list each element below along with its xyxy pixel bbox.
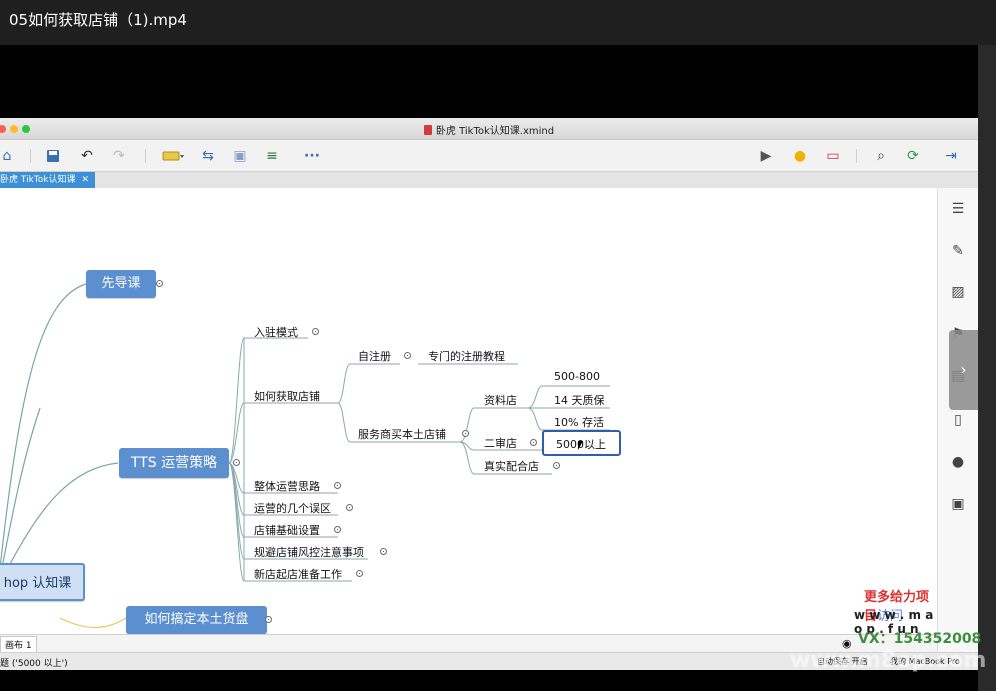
node-mistakes[interactable]: 运营的几个误区 xyxy=(254,502,331,515)
redo-icon[interactable]: ↷ xyxy=(113,148,125,164)
watermark-line1: 更多给力项目访问 xyxy=(864,590,930,624)
note-icon[interactable]: ▯ xyxy=(954,412,962,428)
collapse-toggle-icon[interactable] xyxy=(233,459,240,466)
collapse-toggle-icon[interactable] xyxy=(312,328,319,335)
node-shop-settings[interactable]: 店铺基础设置 xyxy=(254,524,320,537)
separator xyxy=(145,149,146,163)
node-overall-strategy[interactable]: 整体运营思路 xyxy=(254,480,320,493)
idea-icon[interactable]: ● xyxy=(793,148,807,164)
collapse-toggle-icon[interactable] xyxy=(530,439,537,446)
cursor-icon xyxy=(578,441,583,450)
presentation-icon[interactable]: ▶ xyxy=(760,148,772,164)
node-settle-mode[interactable]: 入驻模式 xyxy=(254,326,298,339)
node-get-shop[interactable]: 如何获取店铺 xyxy=(254,390,320,403)
player-side-strip xyxy=(978,45,996,691)
topic-pre-course[interactable]: 先导课 xyxy=(86,270,156,298)
video-title: 05如何获取店铺（1).mp4 xyxy=(9,11,187,29)
sheet-tab[interactable]: 画布 1 xyxy=(0,636,37,653)
collapse-toggle-icon[interactable] xyxy=(356,570,363,577)
watermark-line2: w w w . m a o p . f u n xyxy=(854,608,934,634)
export-icon[interactable]: ⇥ xyxy=(945,148,957,164)
topic-central[interactable]: hop 认知课 xyxy=(0,563,85,601)
device-status: 我的 MacBook Pro xyxy=(890,657,960,666)
search-icon[interactable]: ⌕ xyxy=(877,148,885,164)
status-bar: 题 ('5000 以上') 自动保存 开启 我的 MacBook Pro xyxy=(0,652,978,670)
task-clipboard-icon[interactable]: ▣ xyxy=(951,496,965,512)
watermark-line3: VX：154352008 xyxy=(858,631,982,647)
view-icon[interactable]: ◉ xyxy=(842,637,852,650)
watermark-line4: www.m8op.com xyxy=(790,648,987,673)
node-buy-local-shop[interactable]: 服务商买本土店铺 xyxy=(358,428,446,441)
image-icon[interactable]: ▨ xyxy=(951,284,965,300)
undo-icon[interactable]: ↶ xyxy=(81,148,93,164)
node-register-tutorial[interactable]: 专门的注册教程 xyxy=(428,350,505,363)
close-window-button[interactable] xyxy=(0,125,6,133)
node-new-shop-prep[interactable]: 新店起店准备工作 xyxy=(254,568,342,581)
theme-icon[interactable]: ▭ xyxy=(826,148,840,164)
close-tab-icon[interactable]: ✕ xyxy=(81,175,90,185)
node-survival[interactable]: 10% 存活 xyxy=(554,416,604,429)
selection-status: 题 ('5000 以上') xyxy=(0,659,68,669)
collapse-toggle-icon[interactable] xyxy=(346,504,353,511)
file-icon xyxy=(423,125,432,135)
comment-icon[interactable]: ● xyxy=(951,454,965,470)
share-icon[interactable]: ⟳ xyxy=(907,148,919,164)
topic-local-goods[interactable]: 如何搞定本土货盘 xyxy=(126,606,267,634)
collapse-toggle-icon[interactable] xyxy=(404,352,411,359)
node-material-shop[interactable]: 资料店 xyxy=(484,394,517,407)
image-icon[interactable]: ▣ xyxy=(233,148,247,164)
collapse-toggle-icon[interactable] xyxy=(462,430,469,437)
xmind-window: 卧虎 TikTok认知课.xmind ⌂ ↶ ↷ ⇆ ▣ ≡ ··· ▶ ● ▭… xyxy=(0,118,978,670)
insert-topic-icon[interactable] xyxy=(158,146,188,166)
node-self-register[interactable]: 自注册 xyxy=(358,350,391,363)
separator xyxy=(30,149,31,163)
collapse-toggle-icon[interactable] xyxy=(265,616,272,623)
collapse-toggle-icon[interactable] xyxy=(156,280,163,287)
collapse-toggle-icon[interactable] xyxy=(380,548,387,555)
collapse-toggle-icon[interactable] xyxy=(334,482,341,489)
topic-tts-strategy[interactable]: TTS 运营策略 xyxy=(119,448,229,478)
node-real-match-shop[interactable]: 真实配合店 xyxy=(484,460,539,473)
sheet-status-bar: 画布 1 ◉ xyxy=(0,634,937,653)
format-brush-icon[interactable]: ✎ xyxy=(952,243,964,259)
chevron-right-icon[interactable]: › xyxy=(949,330,978,410)
home-icon[interactable]: ⌂ xyxy=(2,148,12,164)
zoom-window-button[interactable] xyxy=(22,125,30,133)
toolbar: ⌂ ↶ ↷ ⇆ ▣ ≡ ··· ▶ ● ▭ ⌕ ⟳ ⇥ xyxy=(0,140,978,172)
collapse-toggle-icon[interactable] xyxy=(334,526,341,533)
branch-lines xyxy=(0,283,610,629)
minimize-window-button[interactable] xyxy=(10,125,18,133)
autosave-status: 自动保存 开启 xyxy=(817,657,868,666)
node-price-range[interactable]: 500-800 xyxy=(554,370,600,383)
save-icon[interactable] xyxy=(44,146,62,166)
tab-mindmap[interactable]: 卧虎 TikTok认知课✕ xyxy=(0,172,96,188)
window-title-bar: 卧虎 TikTok认知课.xmind xyxy=(0,118,978,140)
node-risk-control[interactable]: 规避店铺风控注意事项 xyxy=(254,546,364,559)
player-title-bar: 05如何获取店铺（1).mp4 xyxy=(0,0,996,45)
outline-icon[interactable]: ≡ xyxy=(266,148,278,164)
outline-list-icon[interactable]: ☰ xyxy=(951,201,965,217)
right-side-panel: ☰ ✎ ▨ ⚑ ▤ ▯ ● ▣ xyxy=(937,188,978,652)
window-title: 卧虎 TikTok认知课.xmind xyxy=(0,122,978,137)
mindmap-canvas[interactable]: 先导课 TTS 运营策略 hop 认知课 如何搞定本土货盘 入驻模式 如何获取店… xyxy=(0,188,937,634)
node-warranty[interactable]: 14 天质保 xyxy=(554,394,605,407)
relationship-icon[interactable]: ⇆ xyxy=(202,148,214,164)
more-menu-button[interactable]: ··· xyxy=(304,148,320,164)
tab-bar: 卧虎 TikTok认知课✕ xyxy=(0,172,978,188)
node-second-review-shop[interactable]: 二审店 xyxy=(484,437,517,450)
separator xyxy=(856,149,857,163)
collapse-toggle-icon[interactable] xyxy=(553,462,560,469)
